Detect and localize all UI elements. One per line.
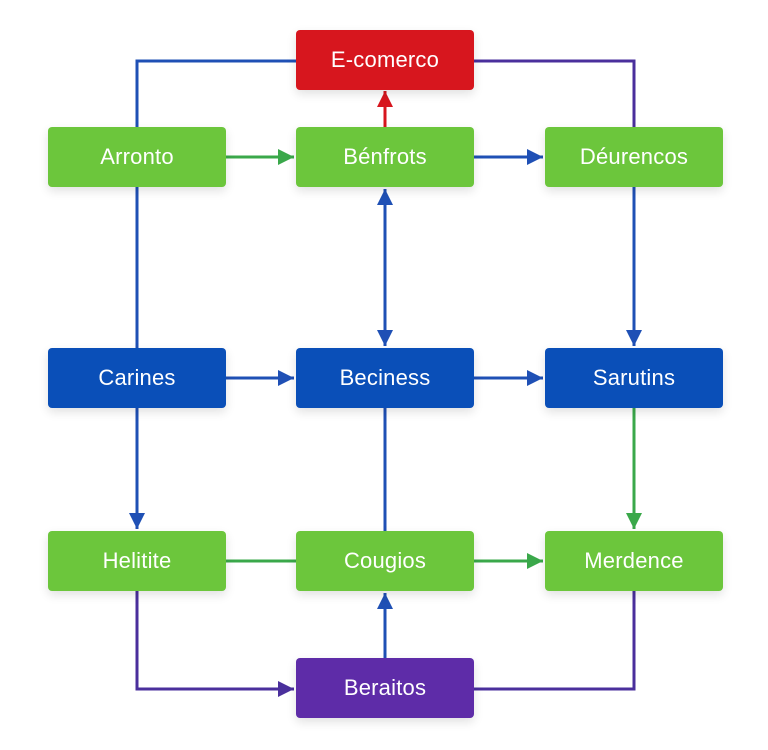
node-benfrots[interactable]: Bénfrots [296,127,474,187]
arrowhead-arronto-to-benfrots [278,149,294,165]
arrowhead-beciness-to-sarutins [527,370,543,386]
arrowhead-benfrots-to-ecommerce [377,91,393,107]
arrowhead-beciness-to-benfrots [377,189,393,205]
node-label: Beciness [339,365,431,390]
arrowhead-sarutins-to-merdence [626,513,642,529]
arrowhead-beraitos-to-cougios [377,593,393,609]
node-helitite[interactable]: Helitite [48,531,226,591]
edge-merdence-to-beraitos [474,591,636,691]
node-label: Arronto [100,144,174,169]
node-label: E-comerco [330,47,440,72]
node-label: Bénfrots [343,144,427,169]
node-arronto[interactable]: Arronto [48,127,226,187]
node-sarutins[interactable]: Sarutins [545,348,723,408]
edge-arronto-to-ecommerce [135,59,296,127]
arrowhead-benfrots-to-beciness [377,330,393,346]
node-label: Cougios [343,548,427,573]
arrowhead-cougios-to-merdence [527,553,543,569]
edge-deurencos-to-ecommerce [474,59,636,127]
node-label: Carines [98,365,176,390]
node-label: Sarutins [592,365,676,390]
node-beciness[interactable]: Beciness [296,348,474,408]
node-label: Merdence [584,548,684,573]
node-deurencos[interactable]: Déurencos [545,127,723,187]
node-label: Helitite [102,548,172,573]
arrowhead-helitite-to-beraitos [278,681,294,697]
node-carines[interactable]: Carines [48,348,226,408]
arrowhead-deurencos-to-sarutins [626,330,642,346]
node-label: Beraitos [343,675,427,700]
node-cougios[interactable]: Cougios [296,531,474,591]
arrowhead-carines-to-helitite [129,513,145,529]
arrowhead-benfrots-to-deurencos [527,149,543,165]
edge-helitite-to-beraitos [135,591,294,691]
node-merdence[interactable]: Merdence [545,531,723,591]
node-ecommerce[interactable]: E-comerco [296,30,474,90]
node-beraitos[interactable]: Beraitos [296,658,474,718]
node-label: Déurencos [579,144,689,169]
arrowhead-carines-to-beciness [278,370,294,386]
